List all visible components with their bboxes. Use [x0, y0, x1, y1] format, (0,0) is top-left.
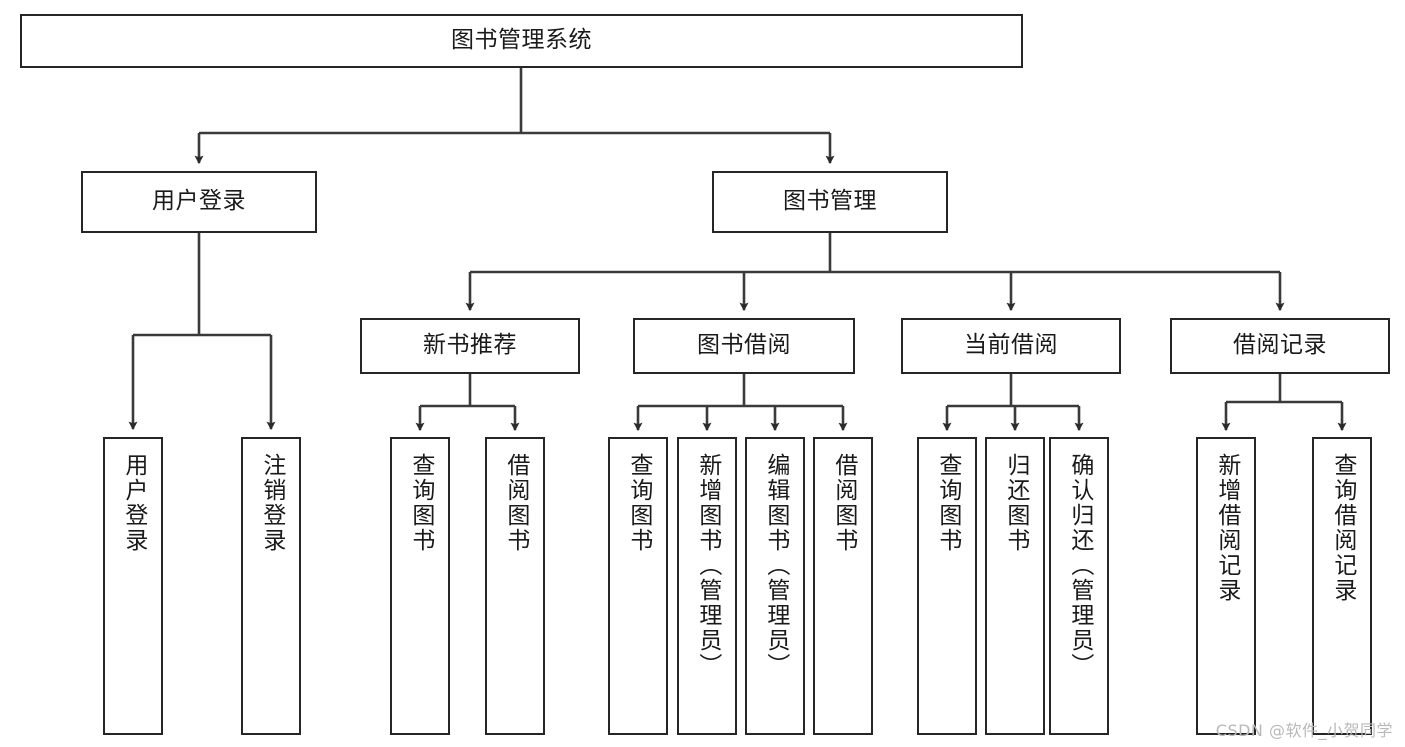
node-new-book-rec-label: 新书推荐: [423, 332, 517, 359]
node-leaf-user-logout[interactable]: 注销登录: [241, 437, 301, 735]
node-leaf-borrow-book-2[interactable]: 借阅图书: [813, 437, 873, 735]
node-leaf-edit-book[interactable]: 编辑图书（管理员）: [745, 437, 805, 735]
node-leaf-confirm-return-label: 确认归还（管理员）: [1066, 453, 1093, 678]
node-root[interactable]: 图书管理系统: [20, 14, 1023, 68]
node-book-manage-label: 图书管理: [783, 188, 877, 215]
node-leaf-borrow-book-2-label: 借阅图书: [830, 453, 857, 553]
node-leaf-add-book[interactable]: 新增图书（管理员）: [677, 437, 737, 735]
node-leaf-add-book-label: 新增图书（管理员）: [694, 453, 721, 678]
node-leaf-add-record[interactable]: 新增借阅记录: [1196, 437, 1256, 735]
node-book-borrow[interactable]: 图书借阅: [633, 318, 855, 374]
node-current-borrow[interactable]: 当前借阅: [901, 318, 1121, 374]
node-book-manage[interactable]: 图书管理: [712, 171, 948, 233]
node-book-borrow-label: 图书借阅: [697, 332, 791, 359]
node-leaf-add-record-label: 新增借阅记录: [1213, 453, 1240, 603]
node-leaf-query-book-3[interactable]: 查询图书: [917, 437, 977, 735]
node-leaf-query-book-1-label: 查询图书: [407, 453, 434, 553]
node-leaf-borrow-book-1-label: 借阅图书: [502, 453, 529, 553]
node-leaf-query-record-label: 查询借阅记录: [1329, 453, 1356, 603]
node-leaf-query-record[interactable]: 查询借阅记录: [1312, 437, 1372, 735]
node-leaf-user-login-label: 用户登录: [120, 453, 147, 553]
node-leaf-user-login[interactable]: 用户登录: [103, 437, 163, 735]
node-new-book-rec[interactable]: 新书推荐: [360, 318, 580, 374]
node-leaf-query-book-2[interactable]: 查询图书: [608, 437, 668, 735]
node-user-login-label: 用户登录: [152, 188, 246, 215]
node-leaf-edit-book-label: 编辑图书（管理员）: [762, 453, 789, 678]
node-current-borrow-label: 当前借阅: [964, 332, 1058, 359]
node-leaf-return-book[interactable]: 归还图书: [985, 437, 1045, 735]
node-leaf-confirm-return[interactable]: 确认归还（管理员）: [1049, 437, 1109, 735]
node-borrow-record-label: 借阅记录: [1233, 332, 1327, 359]
node-leaf-query-book-1[interactable]: 查询图书: [390, 437, 450, 735]
node-leaf-query-book-2-label: 查询图书: [625, 453, 652, 553]
node-user-login[interactable]: 用户登录: [81, 171, 317, 233]
node-leaf-return-book-label: 归还图书: [1002, 453, 1029, 553]
node-root-label: 图书管理系统: [451, 27, 592, 54]
node-leaf-user-logout-label: 注销登录: [258, 453, 285, 553]
node-borrow-record[interactable]: 借阅记录: [1170, 318, 1390, 374]
node-leaf-borrow-book-1[interactable]: 借阅图书: [485, 437, 545, 735]
node-leaf-query-book-3-label: 查询图书: [934, 453, 961, 553]
